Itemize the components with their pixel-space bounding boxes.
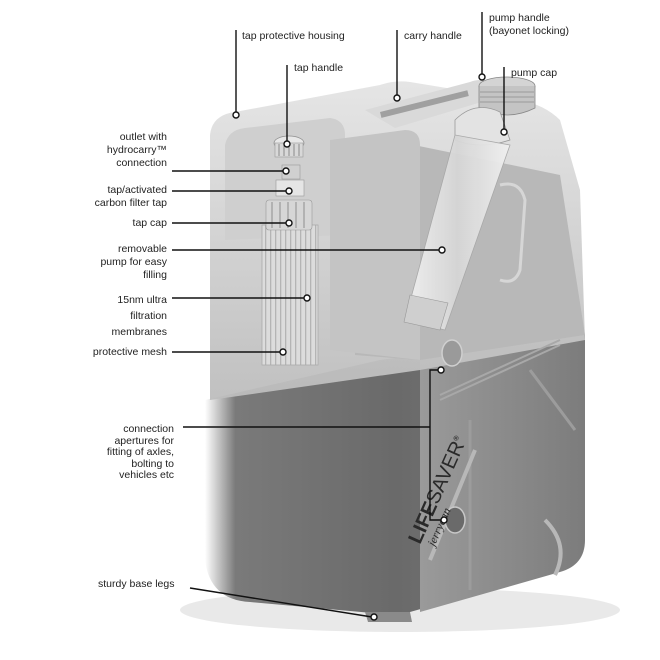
label-tap-handle: tap handle [294, 62, 344, 74]
label-membranes: 15nm ultra filtration membranes [111, 294, 167, 338]
label-pump-handle: pump handle (bayonet locking) [489, 12, 569, 37]
label-outlet: outlet with hydrocarry™ connection [106, 131, 167, 169]
label-tap-protective-housing: tap protective housing [242, 30, 345, 42]
label-tap-carbon-filter: tap/activated carbon filter tap [94, 184, 167, 209]
svg-text:jerrycan: jerrycan [424, 505, 454, 550]
label-tap-cap: tap cap [132, 217, 167, 229]
label-base-legs: sturdy base legs [98, 578, 175, 590]
brand-logo: LIFESAVER® jerrycan [404, 432, 471, 550]
label-connection-apertures: connection apertures for fitting of axle… [106, 423, 174, 481]
svg-text:LIFESAVER®: LIFESAVER® [404, 432, 471, 547]
label-carry-handle: carry handle [404, 30, 462, 42]
label-protective-mesh: protective mesh [92, 346, 167, 358]
label-removable-pump: removable pump for easy filling [100, 243, 167, 281]
label-pump-cap: pump cap [511, 67, 558, 79]
